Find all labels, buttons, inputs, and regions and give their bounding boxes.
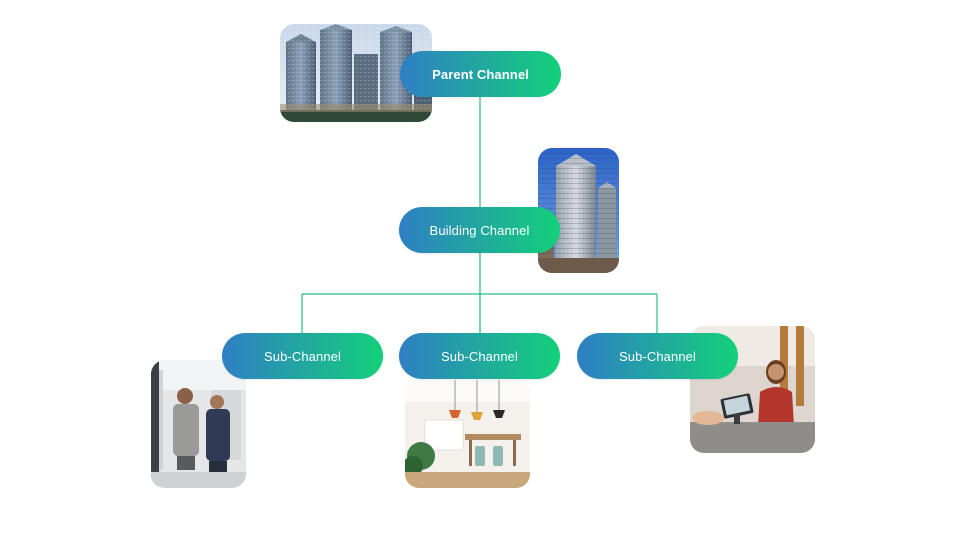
sub-channel-label-3: Sub-Channel (619, 348, 696, 364)
sub-channel-node-3[interactable]: Sub-Channel (577, 333, 738, 379)
sub-channel-node-1[interactable]: Sub-Channel (222, 333, 383, 379)
sub-channel-label-2: Sub-Channel (441, 348, 518, 364)
office-lounge-photo (405, 380, 530, 488)
business-meeting-photo (151, 360, 246, 488)
building-channel-node[interactable]: Building Channel (399, 207, 560, 253)
building-channel-label: Building Channel (429, 222, 530, 238)
sub-channel-label-1: Sub-Channel (264, 348, 341, 364)
parent-channel-node[interactable]: Parent Channel (400, 51, 561, 97)
parent-channel-label: Parent Channel (432, 66, 529, 82)
sub-channel-node-2[interactable]: Sub-Channel (399, 333, 560, 379)
